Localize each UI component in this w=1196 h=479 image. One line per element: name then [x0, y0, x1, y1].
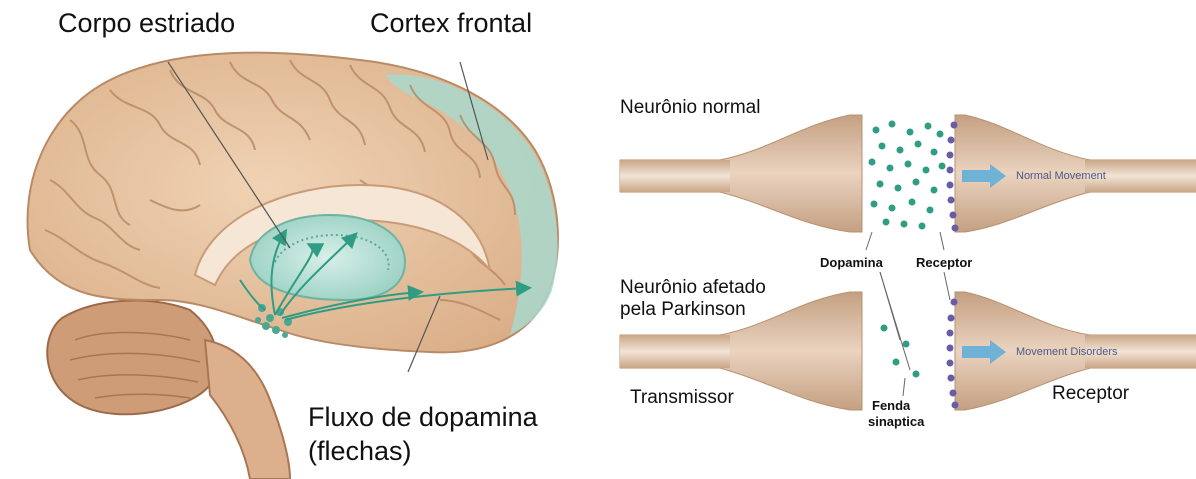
dopamine-flow-label-line1: Fluxo de dopamina [308, 402, 538, 433]
normal-movement-text: Normal Movement [1016, 170, 1106, 182]
receptor-bottom-label: Receptor [1052, 383, 1129, 405]
synaptic-cleft-label-line2: sinaptica [868, 414, 924, 429]
parkinson-dopamine-molecules [881, 325, 920, 378]
normal-synapse [620, 115, 1196, 232]
parkinson-neuron-title-line1: Neurônio afetado [620, 277, 766, 299]
cerebellum [47, 301, 217, 415]
dopamine-label: Dopamina [820, 255, 883, 270]
normal-neuron-title: Neurônio normal [620, 97, 760, 119]
frontal-cortex-label: Cortex frontal [370, 8, 532, 39]
striatum [250, 215, 405, 300]
transmitter-label: Transmissor [630, 387, 734, 409]
parkinson-neuron-title-line2: pela Parkinson [620, 299, 746, 321]
normal-dopamine-molecules [869, 121, 946, 230]
brain-stem [205, 340, 290, 479]
synaptic-cleft-label-line1: Fenda [872, 398, 910, 413]
striatum-label: Corpo estriado [58, 8, 235, 39]
dopamine-flow-label-line2: (flechas) [308, 436, 412, 467]
receptor-top-label: Receptor [916, 255, 972, 270]
movement-disorders-text: Movement Disorders [1016, 346, 1117, 358]
